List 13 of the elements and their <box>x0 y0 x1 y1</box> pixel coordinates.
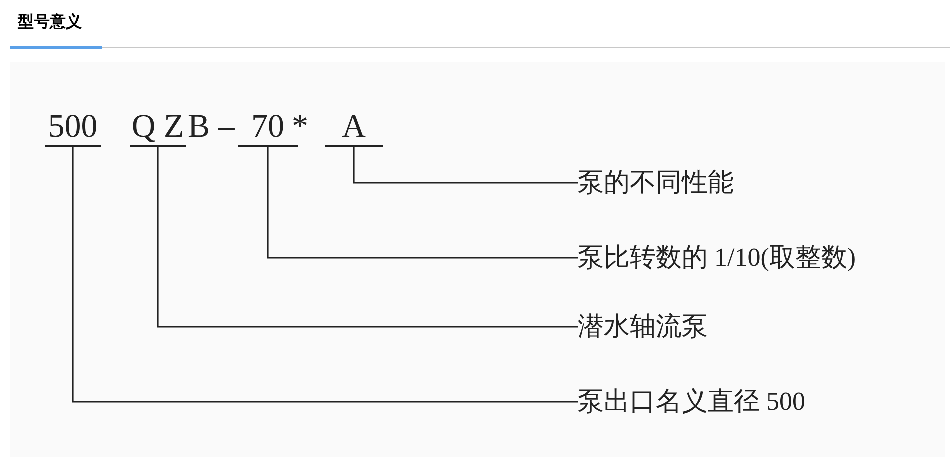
code-character: B – <box>188 109 235 145</box>
leader-line <box>72 147 578 403</box>
leader-line <box>267 147 578 259</box>
leader-line <box>353 147 578 184</box>
description-text: 泵出口名义直径 500 <box>578 386 806 418</box>
description-text: 泵的不同性能 <box>578 167 734 199</box>
description-text: 泵比转数的 1/10(取整数) <box>578 242 856 274</box>
code-segment: A <box>325 109 383 147</box>
description-text: 潜水轴流泵 <box>578 311 708 343</box>
code-segment: 500 <box>45 109 101 147</box>
leader-line <box>157 147 578 328</box>
title: 型号意义 <box>18 11 82 33</box>
code-segment: Q Z <box>130 109 186 147</box>
